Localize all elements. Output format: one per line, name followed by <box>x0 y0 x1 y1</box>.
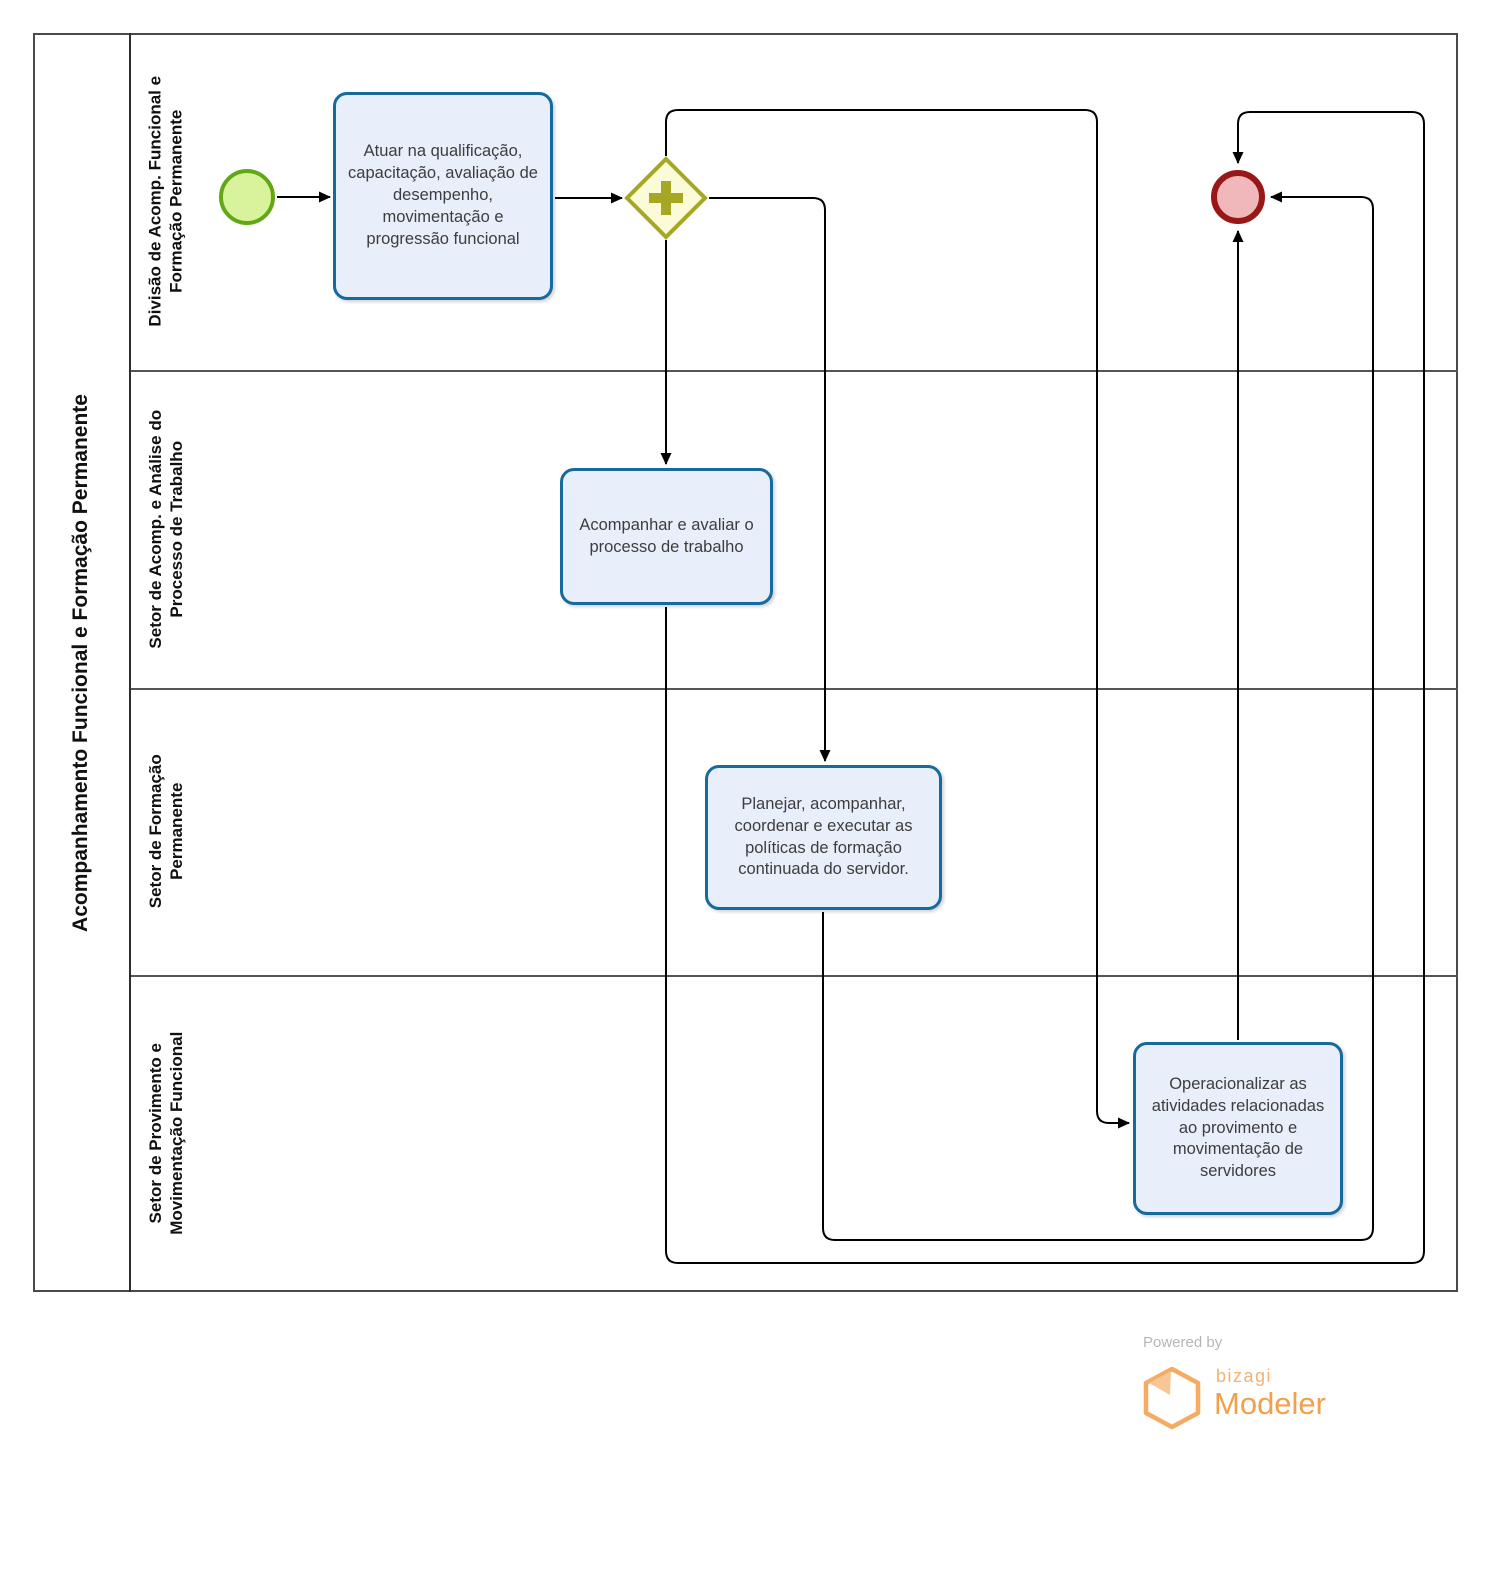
powered-by-text: Powered by <box>1143 1334 1223 1351</box>
start-event[interactable] <box>219 169 275 225</box>
task-acompanhar-avaliar[interactable]: Acompanhar e avaliar o processo de traba… <box>560 468 773 605</box>
end-event[interactable] <box>1211 170 1265 224</box>
lane-divider-1 <box>131 370 1458 372</box>
task-label: Acompanhar e avaliar o processo de traba… <box>579 515 754 556</box>
task-label: Planejar, acompanhar, coordenar e execut… <box>734 794 913 879</box>
pool-border <box>33 33 1458 1292</box>
lane-label-text: Setor de Acomp. e Análise do Processo de… <box>145 409 186 649</box>
lane-divider-2 <box>131 688 1458 690</box>
task-label: Atuar na qualificação, capacitação, aval… <box>348 142 538 248</box>
parallel-gateway-shape <box>624 156 708 240</box>
lane-label-text: Divisão de Acomp. Funcional e Formação P… <box>145 76 186 327</box>
pool-title: Acompanhamento Funcional e Formação Perm… <box>69 393 93 932</box>
lane-label-divisao-acomp: Divisão de Acomp. Funcional e Formação P… <box>131 33 200 370</box>
lane-label-setor-formacao: Setor de Formação Permanente <box>131 688 200 975</box>
parallel-gateway[interactable] <box>622 154 710 242</box>
lane-divider-3 <box>131 975 1458 977</box>
lane-label-text: Setor de Formação Permanente <box>145 754 186 909</box>
pool-title-strip: Acompanhamento Funcional e Formação Perm… <box>33 33 131 1292</box>
modeler-wordmark: Modeler <box>1214 1386 1326 1421</box>
task-operacionalizar[interactable]: Operacionalizar as atividades relacionad… <box>1133 1042 1343 1215</box>
task-atuar-qualificacao[interactable]: Atuar na qualificação, capacitação, aval… <box>333 92 553 300</box>
bizagi-box-icon <box>1141 1366 1203 1435</box>
plus-icon <box>649 181 683 215</box>
task-label: Operacionalizar as atividades relacionad… <box>1151 1074 1325 1181</box>
lane-label-text: Setor de Provimento e Movimentação Funci… <box>145 1031 186 1236</box>
task-planejar-coordenar[interactable]: Planejar, acompanhar, coordenar e execut… <box>705 765 942 910</box>
lane-label-setor-provimento: Setor de Provimento e Movimentação Funci… <box>131 975 200 1292</box>
bizagi-wordmark: bizagi <box>1216 1366 1273 1386</box>
lane-label-setor-acomp-analise: Setor de Acomp. e Análise do Processo de… <box>131 370 200 688</box>
